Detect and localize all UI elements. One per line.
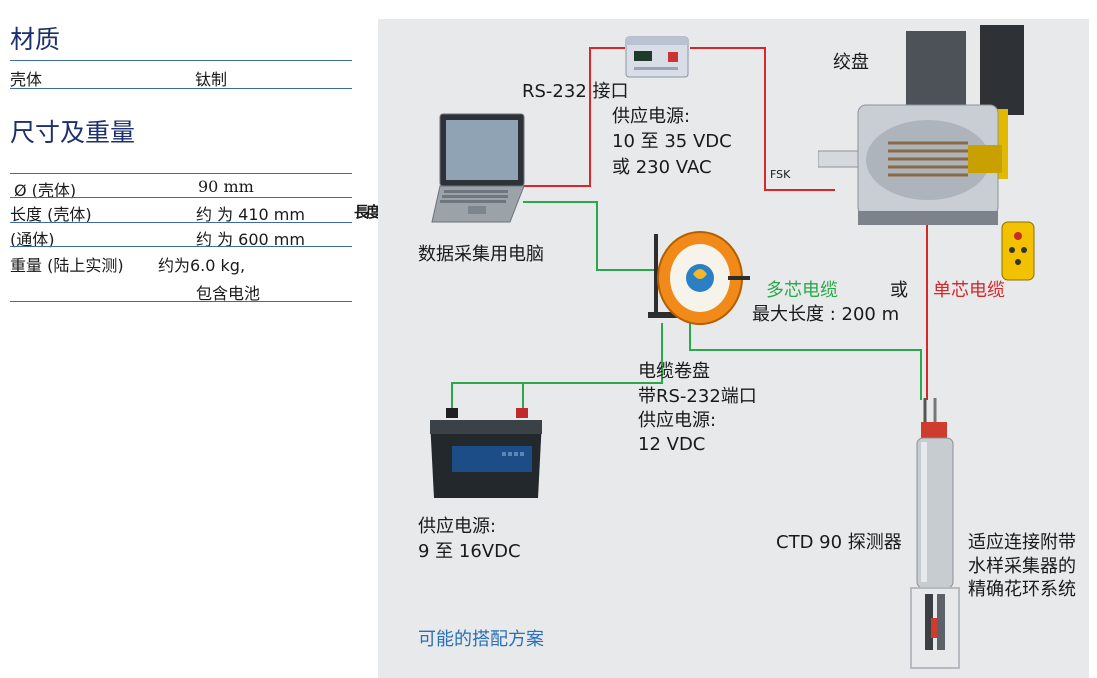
reel-label-line4: 12 VDC bbox=[638, 434, 706, 455]
psu-label-line1: 供应电源: bbox=[612, 106, 691, 127]
power-supply-icon bbox=[625, 36, 689, 78]
cable-or-label: 或 bbox=[890, 280, 908, 301]
winch-icon bbox=[818, 25, 1024, 225]
diameter-label: Ø (壳体) bbox=[14, 181, 77, 200]
divider bbox=[10, 222, 352, 223]
rs232-label: RS-232 接口 bbox=[522, 81, 629, 102]
control-pendant-icon bbox=[1001, 221, 1035, 281]
ctd-probe-label: CTD 90 探测器 bbox=[776, 532, 902, 553]
green-line-reel-probe bbox=[689, 320, 922, 400]
cable-max-length-label: 最大长度 : 200 m bbox=[752, 304, 900, 325]
length-total-value: 约 为 600 mm bbox=[196, 230, 305, 249]
length-shell-label: 长度 (壳体) bbox=[10, 205, 92, 224]
length-side-glyph: 長度 bbox=[354, 203, 381, 221]
dimensions-heading: 尺寸及重量 bbox=[10, 118, 136, 147]
cable-reel-icon bbox=[648, 231, 750, 325]
battery-label-line2: 9 至 16VDC bbox=[418, 541, 521, 562]
weight-value-line2: 包含电池 bbox=[196, 284, 261, 303]
single-core-cable-label: 单芯电缆 bbox=[933, 280, 1005, 301]
divider bbox=[10, 173, 352, 174]
weight-label: 重量 (陆上实测) bbox=[10, 256, 124, 275]
length-shell-value: 约 为 410 mm bbox=[196, 205, 305, 224]
rosette-label-line2: 水样采集器的 bbox=[968, 556, 1076, 577]
laptop-icon bbox=[431, 113, 525, 223]
ctd-probe-icon bbox=[910, 398, 960, 669]
divider bbox=[10, 301, 352, 302]
fsk-label: FSK bbox=[770, 168, 791, 181]
reel-label-line1: 电缆卷盘 bbox=[638, 361, 710, 382]
reel-label-line3: 供应电源: bbox=[638, 410, 717, 431]
reel-label-line2: 带RS-232端口 bbox=[638, 386, 757, 407]
laptop-label: 数据采集用电脑 bbox=[418, 244, 544, 265]
material-heading: 材质 bbox=[10, 25, 61, 54]
divider bbox=[10, 60, 352, 61]
red-line-laptop-psu bbox=[523, 47, 625, 187]
multi-core-cable-label: 多芯电缆 bbox=[766, 280, 838, 301]
diameter-value: 90 mm bbox=[198, 177, 254, 196]
winch-label: 绞盘 bbox=[833, 52, 869, 73]
psu-label-line2: 10 至 35 VDC bbox=[612, 131, 732, 152]
material-label-shell: 壳体 bbox=[10, 70, 43, 89]
battery-label-line1: 供应电源: bbox=[418, 516, 497, 537]
material-value-shell: 钛制 bbox=[195, 70, 228, 89]
rosette-label-line1: 适应连接附带 bbox=[968, 532, 1076, 553]
weight-value-line1: 约为6.0 kg, bbox=[158, 256, 246, 275]
green-line-laptop-reel bbox=[523, 201, 660, 271]
length-total-label: (通体) bbox=[10, 230, 55, 249]
red-line-psu-winch bbox=[690, 47, 835, 191]
green-line-battery bbox=[451, 382, 524, 414]
rosette-label-line3: 精确花环系统 bbox=[968, 579, 1076, 600]
psu-label-line3: 或 230 VAC bbox=[612, 157, 712, 178]
divider bbox=[10, 246, 352, 247]
battery-icon bbox=[430, 408, 542, 498]
divider bbox=[10, 88, 352, 89]
green-line-battery-reel bbox=[523, 323, 663, 384]
footer-caption: 可能的搭配方案 bbox=[418, 629, 544, 650]
divider bbox=[10, 197, 352, 198]
